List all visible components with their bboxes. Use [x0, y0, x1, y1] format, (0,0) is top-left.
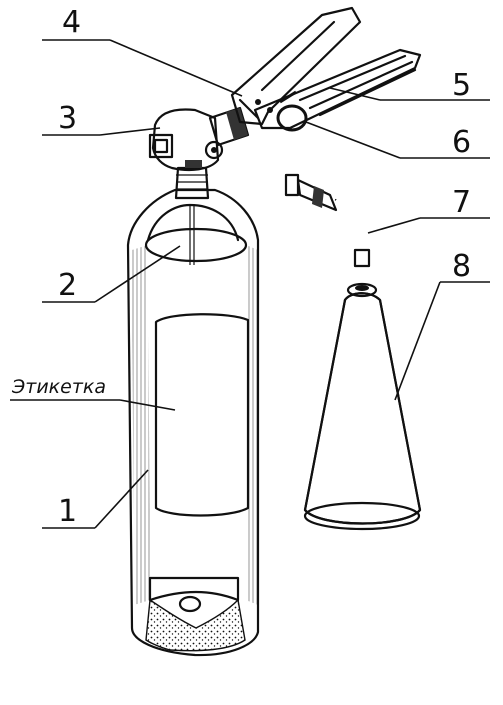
- carry-handle: [253, 48, 422, 130]
- hose-fitting: [284, 173, 371, 268]
- cylinder-body: [126, 188, 260, 657]
- valve-head: [148, 108, 224, 200]
- label-8: 8: [452, 249, 471, 284]
- lever-handle: [230, 6, 362, 126]
- label-2: 2: [58, 268, 77, 303]
- label-6: 6: [452, 125, 471, 160]
- label-4: 4: [62, 5, 81, 40]
- valve-spindle: [208, 106, 250, 147]
- discharge-horn: [303, 282, 422, 531]
- label-1: 1: [58, 494, 77, 529]
- label-3: 3: [58, 101, 77, 136]
- label-7: 7: [452, 185, 471, 220]
- label-etiketka: Этикетка: [11, 376, 106, 398]
- safety-pin-ring: [276, 90, 308, 132]
- label-5: 5: [452, 68, 471, 103]
- leader-lines: [10, 39, 490, 529]
